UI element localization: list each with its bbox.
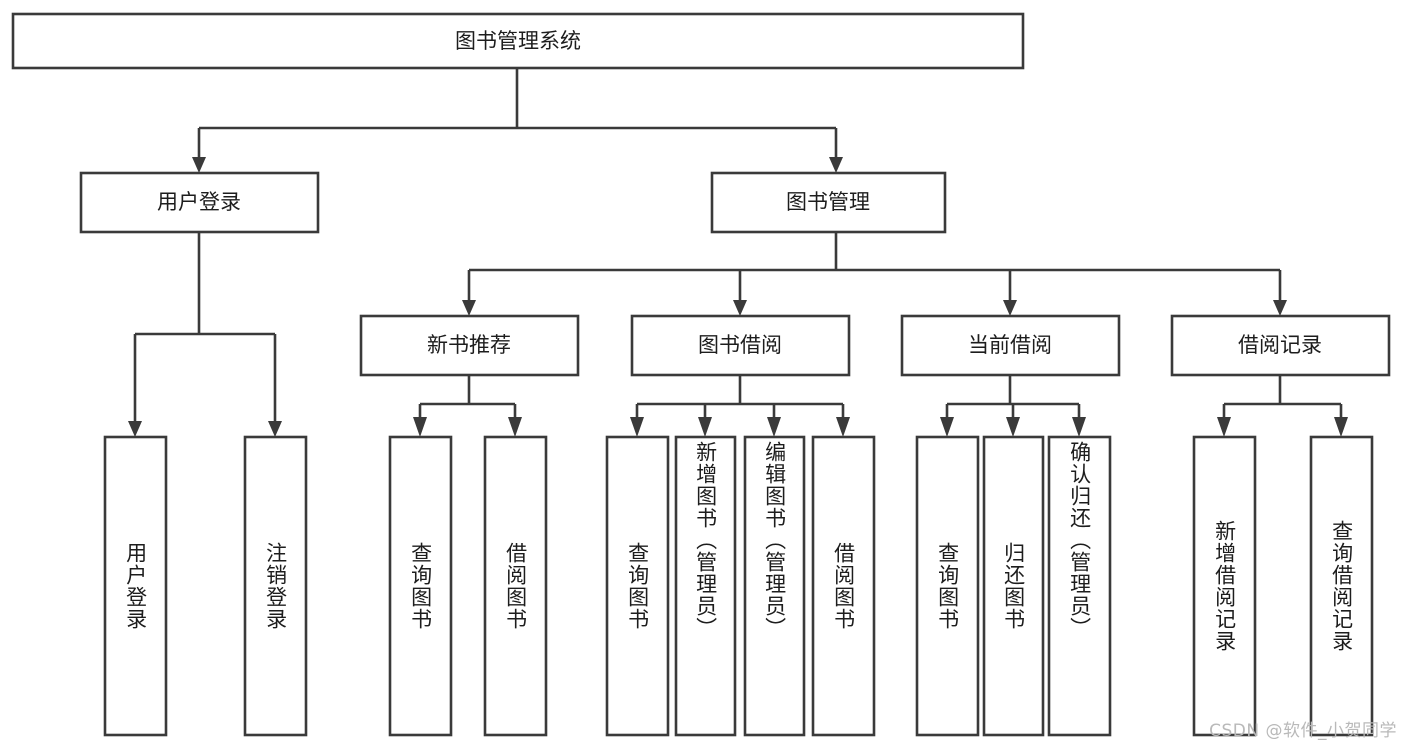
arrowhead-leaf-query-book-1 [413,417,427,437]
node-user-login[interactable] [79,171,320,234]
node-leaf-borrow-book-1[interactable] [483,435,548,737]
node-book-manage-label: 图书管理 [786,190,870,214]
node-book-borrow[interactable] [630,314,851,377]
node-new-book-rec[interactable] [359,314,580,377]
arrowhead-book-borrow [733,300,747,316]
arrowhead-leaf-add-record [1217,417,1231,437]
node-borrow-record[interactable] [1170,314,1391,377]
node-leaf-query-book-2[interactable] [605,435,670,737]
node-leaf-return-book[interactable] [982,435,1045,737]
node-leaf-add-book[interactable] [674,435,737,737]
arrowhead-book-manage [829,157,843,173]
node-user-login-label: 用户登录 [157,190,241,214]
arrowhead-leaf-user-login [128,421,142,437]
node-leaf-confirm-return[interactable] [1047,435,1112,737]
node-leaf-edit-book[interactable] [743,435,806,737]
arrowhead-leaf-logout [268,421,282,437]
node-root-label: 图书管理系统 [455,29,581,53]
node-borrow-record-label: 借阅记录 [1238,333,1322,357]
arrowhead-user-login [192,157,206,173]
node-book-borrow-label: 图书借阅 [698,333,782,357]
node-leaf-query-book-1[interactable] [388,435,453,737]
node-leaf-query-book-3[interactable] [915,435,980,737]
connector-layer [128,68,1348,437]
node-book-manage[interactable] [710,171,947,234]
arrowhead-leaf-query-book-2 [630,417,644,437]
arrowhead-new-book-rec [462,300,476,316]
node-leaf-add-record[interactable] [1192,435,1257,737]
node-layer: 图书管理系统 用户登录 图书管理 新书推荐 图书借阅 当前借阅 借阅记录 [11,12,1391,737]
arrowhead-leaf-query-book-3 [940,417,954,437]
node-leaf-logout[interactable] [243,435,308,737]
arrowhead-leaf-confirm-return [1072,417,1086,437]
arrowhead-leaf-query-record [1334,417,1348,437]
node-current-borrow[interactable] [900,314,1121,377]
node-leaf-user-login[interactable] [103,435,168,737]
arrowhead-leaf-add-book [698,417,712,437]
arrowhead-leaf-edit-book [767,417,781,437]
arrowhead-current-borrow [1003,300,1017,316]
watermark-text: CSDN @软件_小贺同学 [1209,721,1397,741]
node-leaf-query-record[interactable] [1309,435,1374,737]
arrowhead-leaf-return-book [1006,417,1020,437]
node-current-borrow-label: 当前借阅 [968,333,1052,357]
node-root[interactable] [11,12,1025,70]
node-new-book-rec-label: 新书推荐 [427,333,511,357]
node-leaf-borrow-book-2[interactable] [811,435,876,737]
arrowhead-leaf-borrow-book-2 [836,417,850,437]
arrowhead-leaf-borrow-book-1 [508,417,522,437]
arrowhead-borrow-record [1273,300,1287,316]
